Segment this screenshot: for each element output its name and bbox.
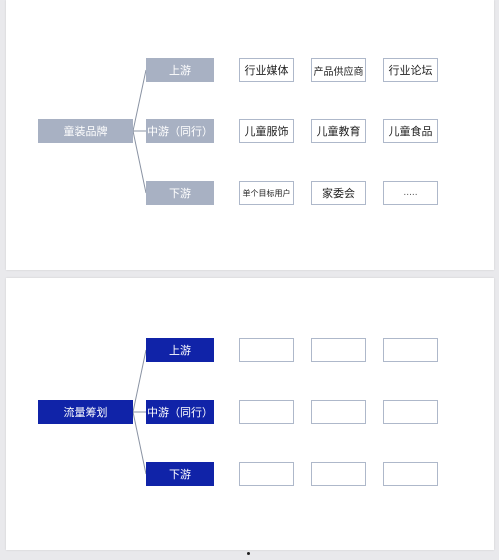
leaf-node-empty xyxy=(383,400,438,424)
branch-node-downstream: 下游 xyxy=(146,181,214,205)
leaf-node-empty xyxy=(383,462,438,486)
diagram-slide-1: 童装品牌 上游 中游（同行） 下游 行业媒体 产品供应商 行业论坛 儿童服饰 儿… xyxy=(6,0,494,270)
leaf-node-empty xyxy=(311,338,366,362)
leaf-node-empty xyxy=(383,338,438,362)
leaf-node: ..... xyxy=(383,181,438,205)
leaf-node-empty xyxy=(239,400,294,424)
leaf-node: 儿童食品 xyxy=(383,119,438,143)
connector-lines xyxy=(132,69,147,194)
leaf-node-empty xyxy=(239,462,294,486)
branch-node-midstream: 中游（同行） xyxy=(146,119,214,143)
leaf-node-empty xyxy=(239,338,294,362)
branch-node-midstream: 中游（同行） xyxy=(146,400,214,424)
page-indicator-dot xyxy=(247,552,250,555)
branch-node-upstream: 上游 xyxy=(146,338,214,362)
branch-node-upstream: 上游 xyxy=(146,58,214,82)
leaf-node: 行业媒体 xyxy=(239,58,294,82)
root-node: 童装品牌 xyxy=(38,119,133,143)
diagram-slide-2: 流量筹划 上游 中游（同行） 下游 xyxy=(6,278,494,550)
branch-node-downstream: 下游 xyxy=(146,462,214,486)
leaf-node: 儿童教育 xyxy=(311,119,366,143)
leaf-node: 家委会 xyxy=(311,181,366,205)
leaf-node: 产品供应商 xyxy=(311,58,366,82)
connector-lines xyxy=(132,349,147,475)
leaf-node-empty xyxy=(311,462,366,486)
leaf-node: 儿童服饰 xyxy=(239,119,294,143)
leaf-node-empty xyxy=(311,400,366,424)
root-node: 流量筹划 xyxy=(38,400,133,424)
leaf-node: 单个目标用户 xyxy=(239,181,294,205)
leaf-node: 行业论坛 xyxy=(383,58,438,82)
